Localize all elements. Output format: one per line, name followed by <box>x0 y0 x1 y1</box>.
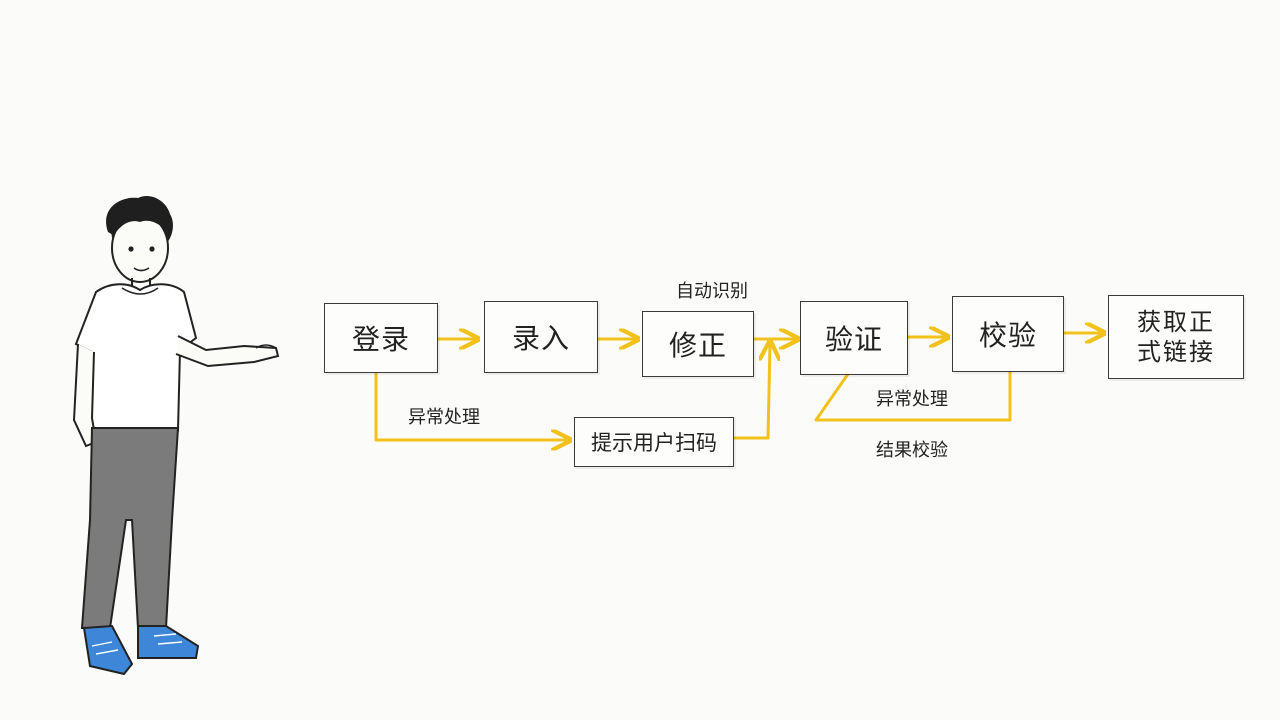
label-exception-handling-1: 异常处理 <box>408 407 480 428</box>
node-verify-label: 验证 <box>824 323 883 356</box>
node-prompt-scan: 提示用户扫码 <box>574 417 734 467</box>
node-correct: 修正 <box>642 311 754 377</box>
node-check: 校验 <box>952 296 1064 372</box>
node-get-link: 获取正式链接 <box>1108 295 1244 379</box>
node-correct-label: 修正 <box>668 329 727 362</box>
node-get-link-label: 获取正式链接 <box>1137 308 1215 366</box>
person-figure-icon <box>72 195 280 676</box>
node-login: 登录 <box>324 303 438 373</box>
node-input: 录入 <box>484 301 598 373</box>
edge-login-prompt <box>374 372 568 440</box>
edge-exception-loop <box>814 370 1012 422</box>
node-check-label: 校验 <box>978 319 1037 352</box>
label-result-check: 结果校验 <box>876 440 948 461</box>
node-verify: 验证 <box>800 301 908 375</box>
node-login-label: 登录 <box>351 323 410 356</box>
label-auto-recognize: 自动识别 <box>676 281 748 302</box>
edge-prompt-verify <box>732 344 770 440</box>
label-exception-handling-2: 异常处理 <box>876 389 948 410</box>
node-input-label: 录入 <box>511 322 570 355</box>
node-prompt-scan-label: 提示用户扫码 <box>591 431 717 455</box>
